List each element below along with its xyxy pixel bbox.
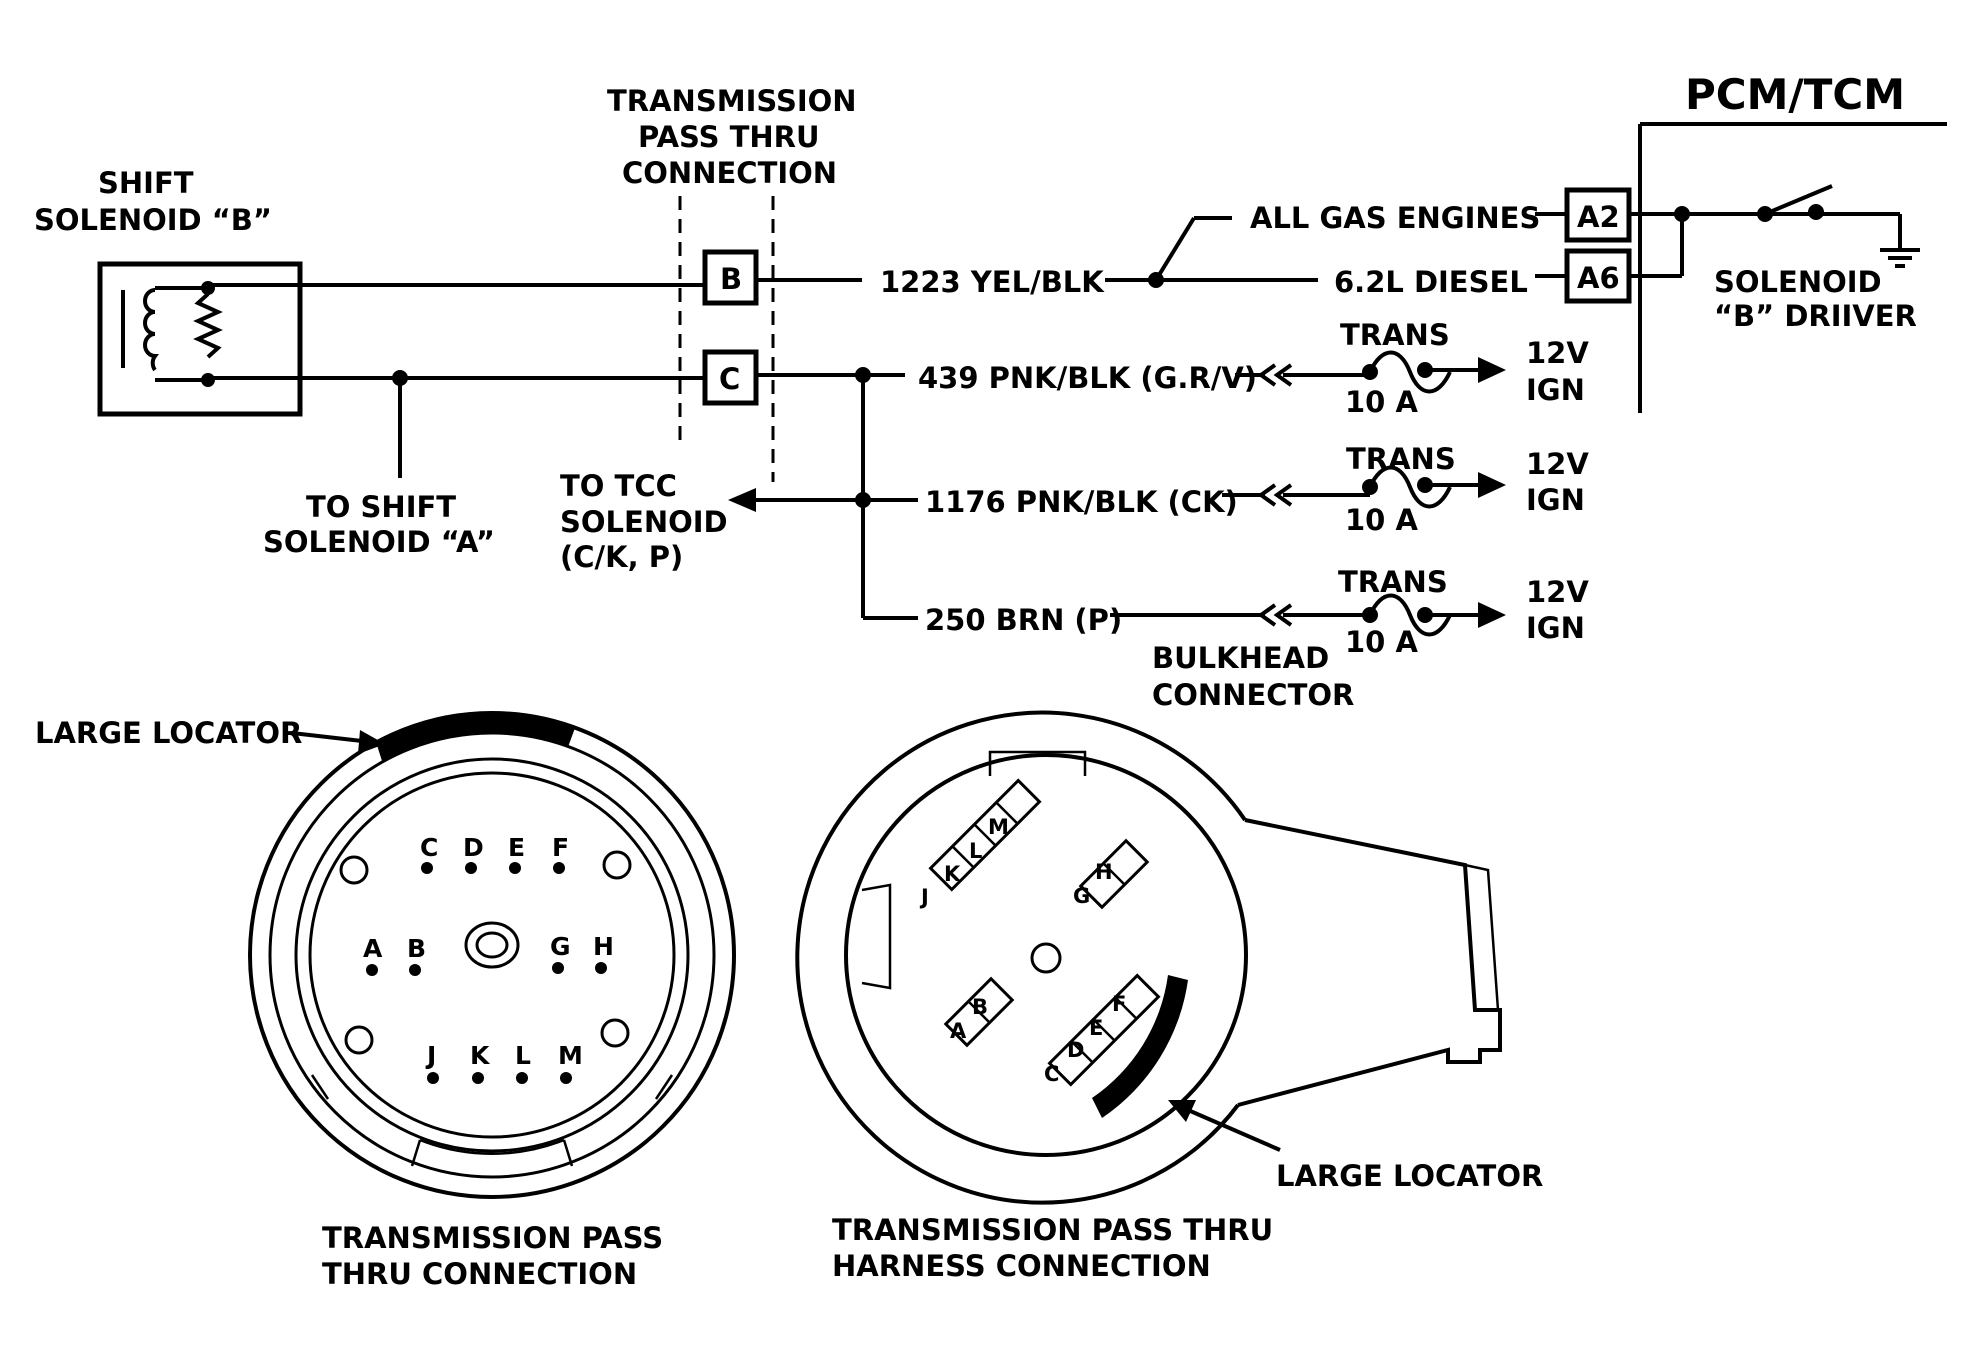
large-locator-left-label: LARGE LOCATOR — [35, 716, 302, 750]
svg-text:A6: A6 — [1577, 261, 1620, 295]
fuse-3-name: TRANS — [1338, 565, 1448, 599]
terminal-b: B — [702, 249, 759, 306]
svg-text:C: C — [719, 362, 740, 396]
right-pin-l: L — [969, 839, 982, 863]
left-pin-j: J — [425, 1041, 436, 1070]
large-locator-right-label: LARGE LOCATOR — [1276, 1159, 1543, 1193]
left-pin-f: F — [552, 833, 569, 862]
left-pin-d: D — [463, 833, 484, 862]
shift-solenoid-b-label-2: SOLENOID “B” — [34, 203, 272, 237]
fuse-branch-3 — [1110, 593, 1506, 637]
right-pin-d: D — [1067, 1038, 1084, 1062]
bulkhead-label-1: BULKHEAD — [1152, 641, 1329, 675]
right-pin-j: J — [919, 885, 929, 909]
left-pin-b: B — [407, 934, 426, 963]
right-pin-g: G — [1073, 884, 1090, 908]
left-pin-k: K — [470, 1041, 491, 1070]
left-pin-h: H — [593, 932, 614, 961]
right-pin-f: F — [1112, 992, 1126, 1016]
left-pin-e: E — [508, 833, 525, 862]
svg-text:A2: A2 — [1577, 200, 1620, 234]
fuse-2-rating: 10 A — [1345, 503, 1418, 537]
left-caption-2: THRU CONNECTION — [322, 1257, 637, 1291]
terminal-a2: A2 — [1564, 187, 1632, 243]
solenoid-driver-label-2: “B” DRIIVER — [1714, 299, 1917, 333]
bulkhead-label-2: CONNECTOR — [1152, 678, 1354, 712]
right-pin-c: C — [1044, 1062, 1059, 1086]
wire-1223-label: 1223 YEL/BLK — [880, 265, 1105, 299]
left-caption-1: TRANSMISSION PASS — [322, 1221, 663, 1255]
right-pin-a: A — [950, 1019, 967, 1043]
fuse-branch-1 — [1235, 350, 1506, 394]
shift-solenoid-b — [97, 261, 303, 417]
fuse-1-name: TRANS — [1340, 318, 1450, 352]
svg-text:B: B — [720, 262, 742, 296]
fuse-3-rating: 10 A — [1345, 625, 1418, 659]
right-pin-k: K — [944, 862, 961, 886]
right-pin-m: M — [988, 815, 1009, 839]
shift-solenoid-b-label-1: SHIFT — [98, 166, 194, 200]
wire-439-label: 439 PNK/BLK (G.R/V) — [918, 361, 1257, 395]
right-pin-b: B — [972, 995, 988, 1019]
right-caption-2: HARNESS CONNECTION — [832, 1249, 1211, 1283]
pcm-tcm-title: PCM/TCM — [1685, 70, 1905, 119]
terminal-c: C — [702, 349, 759, 406]
fuse-2-supply-2: IGN — [1526, 483, 1585, 517]
fuse-3-supply-1: 12V — [1526, 575, 1589, 609]
left-pin-m: M — [558, 1041, 583, 1070]
fuse-3-supply-2: IGN — [1526, 611, 1585, 645]
solenoid-driver-label-1: SOLENOID — [1714, 265, 1882, 299]
fuse-2-name: TRANS — [1346, 442, 1456, 476]
all-gas-engines-label: ALL GAS ENGINES — [1250, 201, 1540, 235]
pass-thru-label-1: TRANSMISSION — [607, 84, 857, 118]
wire-1176-label: 1176 PNK/BLK (CK) — [925, 485, 1238, 519]
solenoid-b-driver-switch — [1629, 184, 1920, 278]
pass-thru-label-3: CONNECTION — [622, 156, 837, 190]
wire-250-label: 250 BRN (P) — [925, 603, 1122, 637]
left-pin-g: G — [550, 932, 571, 961]
fuse-branch-2 — [1222, 465, 1506, 509]
right-pin-h: H — [1095, 860, 1113, 884]
fuse-1-supply-1: 12V — [1526, 336, 1589, 370]
fuse-2-supply-1: 12V — [1526, 447, 1589, 481]
fuse-1-rating: 10 A — [1345, 385, 1418, 419]
pass-thru-label-2: PASS THRU — [638, 120, 820, 154]
terminal-a6: A6 — [1564, 248, 1632, 304]
diesel-label: 6.2L DIESEL — [1334, 265, 1528, 299]
right-caption-1: TRANSMISSION PASS THRU — [832, 1213, 1273, 1247]
pass-thru-connector-left — [248, 711, 736, 1199]
right-pin-e: E — [1089, 1016, 1103, 1040]
to-shift-solenoid-a-label-1: TO SHIFT — [306, 490, 456, 524]
to-tcc-label-1: TO TCC — [560, 469, 677, 503]
pass-thru-harness-connector-right — [795, 710, 1502, 1205]
to-shift-solenoid-a-label-2: SOLENOID “A” — [263, 525, 495, 559]
left-pin-l: L — [515, 1041, 531, 1070]
pcm-tcm-module: PCM/TCM — [1638, 70, 1947, 413]
left-pin-c: C — [420, 833, 438, 862]
to-tcc-label-2: SOLENOID — [560, 505, 728, 539]
to-tcc-label-3: (C/K, P) — [560, 540, 683, 574]
fuse-1-supply-2: IGN — [1526, 373, 1585, 407]
left-pin-a: A — [363, 934, 383, 963]
